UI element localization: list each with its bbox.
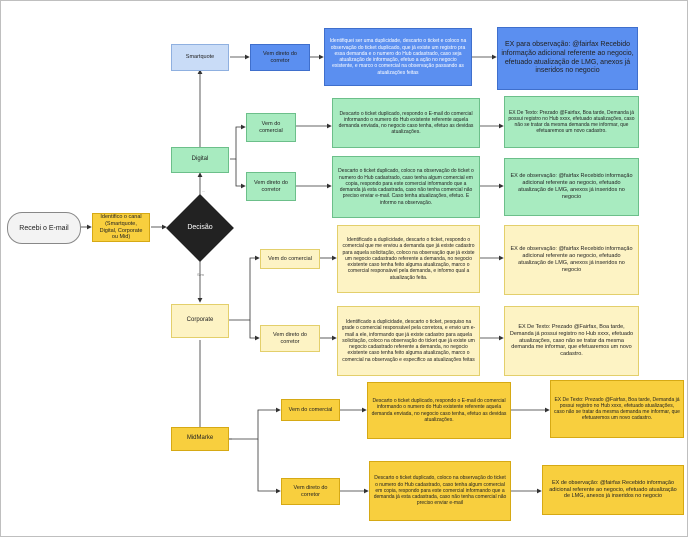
midmarke-commercial-example: EX De Texto: Prezado @Fairfax, Boa tarde… — [550, 380, 684, 438]
channel-smartquote: Smartquote — [171, 44, 229, 71]
identify-channel-text: Identifico o canal (Smartquote, Digital,… — [99, 213, 143, 241]
corporate-broker-procedure-text: Identificado a duplicidade, descarto o t… — [341, 319, 476, 363]
corporate-commercial-example: EX de observação: @fairfax Recebido info… — [504, 225, 639, 295]
channel-midmarke: MidMarke — [171, 427, 229, 451]
corporate-commercial-action-text: Vem do comercial — [268, 255, 312, 262]
corporate-broker-example-text: EX De Texto: Prezado @Fairfax, Boa tarde… — [509, 323, 634, 358]
smartquote-procedure-text: Identifiquei ser uma duplicidade, descar… — [329, 38, 467, 76]
start-node: Recebi o E-mail — [7, 212, 81, 244]
decision-label: Decisão — [187, 224, 213, 231]
corporate-broker-action-text: Vem direto do corretor — [273, 331, 307, 345]
channel-corporate: Corporate — [171, 304, 229, 338]
digital-commercial-example: EX De Texto: Prezado @Fairfax, Boa tarde… — [504, 96, 639, 148]
smartquote-example-text: EX para observação: @fairfax Recebido in… — [501, 41, 634, 75]
corporate-commercial-example-text: EX de observação: @fairfax Recebido info… — [510, 246, 633, 273]
smartquote-procedure: Identifiquei ser uma duplicidade, descar… — [324, 28, 472, 86]
identify-channel-node: Identifico o canal (Smartquote, Digital,… — [92, 213, 150, 242]
midmarke-commercial-action-text: Vem do comercial — [288, 406, 333, 413]
decision-branch-up-label: ... — [202, 188, 206, 193]
start-label: Recebi o E-mail — [19, 224, 69, 232]
smartquote-action: Vem direto do corretor — [250, 44, 310, 71]
digital-commercial-action-text: Vem do comercial — [259, 120, 283, 134]
midmarke-commercial-action: Vem do comercial — [281, 399, 340, 421]
digital-broker-example: EX de observação: @fairfax Recebido info… — [504, 158, 639, 216]
channel-corporate-label: Corporate — [186, 317, 214, 324]
midmarke-broker-procedure-text: Descarto o ticket duplicado, coloco na o… — [373, 475, 507, 507]
corporate-commercial-procedure: Identificado a duplicidade, descarto o t… — [337, 225, 480, 293]
corporate-broker-procedure: Identificado a duplicidade, descarto o t… — [337, 306, 480, 376]
midmarke-broker-procedure: Descarto o ticket duplicado, coloco na o… — [369, 461, 511, 521]
digital-broker-action-text: Vem direto do corretor — [254, 179, 288, 193]
midmarke-broker-example-text: EX de observação: @fairfax Recebido info… — [549, 479, 677, 500]
midmarke-broker-example: EX de observação: @fairfax Recebido info… — [542, 465, 684, 515]
midmarke-broker-action: Vem direto do corretor — [281, 478, 340, 505]
midmarke-commercial-procedure-text: Descarto o ticket duplicado, respondo o … — [371, 398, 507, 423]
digital-commercial-example-text: EX De Texto: Prezado @Fairfax, Boa tarde… — [508, 109, 635, 135]
digital-commercial-procedure: Descarto o ticket duplicado, respondo o … — [332, 98, 480, 148]
channel-digital: Digital — [171, 147, 229, 173]
midmarke-broker-action-text: Vem direto do corretor — [293, 484, 328, 498]
corporate-broker-example: EX De Texto: Prezado @Fairfax, Boa tarde… — [504, 306, 639, 376]
smartquote-action-text: Vem direto do corretor — [263, 50, 297, 64]
corporate-broker-action: Vem direto do corretor — [260, 325, 320, 352]
digital-broker-example-text: EX de observação: @fairfax Recebido info… — [510, 173, 633, 200]
channel-smartquote-label: Smartquote — [185, 54, 215, 61]
digital-broker-action: Vem direto do corretor — [246, 172, 296, 201]
midmarke-commercial-procedure: Descarto o ticket duplicado, respondo o … — [367, 382, 511, 439]
digital-commercial-procedure-text: Descarto o ticket duplicado, respondo o … — [338, 110, 474, 136]
corporate-commercial-procedure-text: Identificado a duplicidade, descarto o t… — [342, 237, 475, 281]
decision-branch-down-label: Sim — [197, 272, 204, 277]
midmarke-commercial-example-text: EX De Texto: Prezado @Fairfax, Boa tarde… — [554, 396, 680, 422]
smartquote-example: EX para observação: @fairfax Recebido in… — [497, 27, 638, 90]
digital-broker-procedure-text: Descarto o ticket duplicado, coloco na o… — [338, 168, 474, 206]
corporate-commercial-action: Vem do comercial — [260, 249, 320, 269]
channel-midmarke-label: MidMarke — [186, 435, 214, 442]
digital-commercial-action: Vem do comercial — [246, 113, 296, 142]
digital-broker-procedure: Descarto o ticket duplicado, coloco na o… — [332, 156, 480, 218]
channel-digital-label: Digital — [191, 156, 209, 163]
